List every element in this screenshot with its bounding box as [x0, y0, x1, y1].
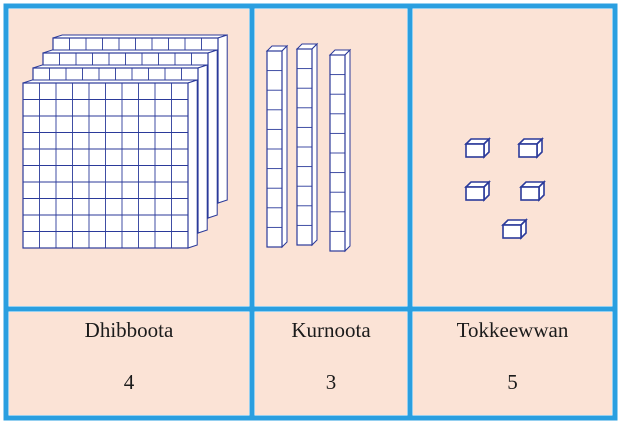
ten-rod	[265, 44, 289, 249]
column-name-hundreds: Dhibboota	[84, 318, 174, 342]
tens-label-cell: Kurnoota 3	[255, 312, 407, 415]
column-name-ones: Tokkeewwan	[456, 318, 569, 342]
hundred-flats	[22, 34, 228, 249]
unit-cube	[464, 180, 491, 202]
unit-cube	[464, 137, 491, 159]
ones-label-cell: Tokkeewwan 5	[413, 312, 612, 415]
unit-cube	[501, 218, 528, 240]
hundreds-label-cell: Dhibboota 4	[9, 312, 249, 415]
column-count-hundreds: 4	[123, 370, 135, 394]
ten-rod	[295, 42, 319, 247]
hundred-flat	[22, 79, 198, 249]
outer-border	[3, 3, 618, 421]
table-borders	[3, 3, 618, 421]
unit-cube	[517, 137, 544, 159]
column-name-tens: Kurnoota	[291, 318, 371, 342]
column-count-ones: 5	[507, 370, 518, 394]
ten-rod	[328, 48, 352, 253]
unit-cube	[519, 180, 546, 202]
ones-picture-cell	[413, 9, 612, 306]
unit-cubes	[464, 137, 546, 240]
column-count-tens: 3	[325, 370, 337, 394]
ten-rods	[265, 42, 352, 253]
